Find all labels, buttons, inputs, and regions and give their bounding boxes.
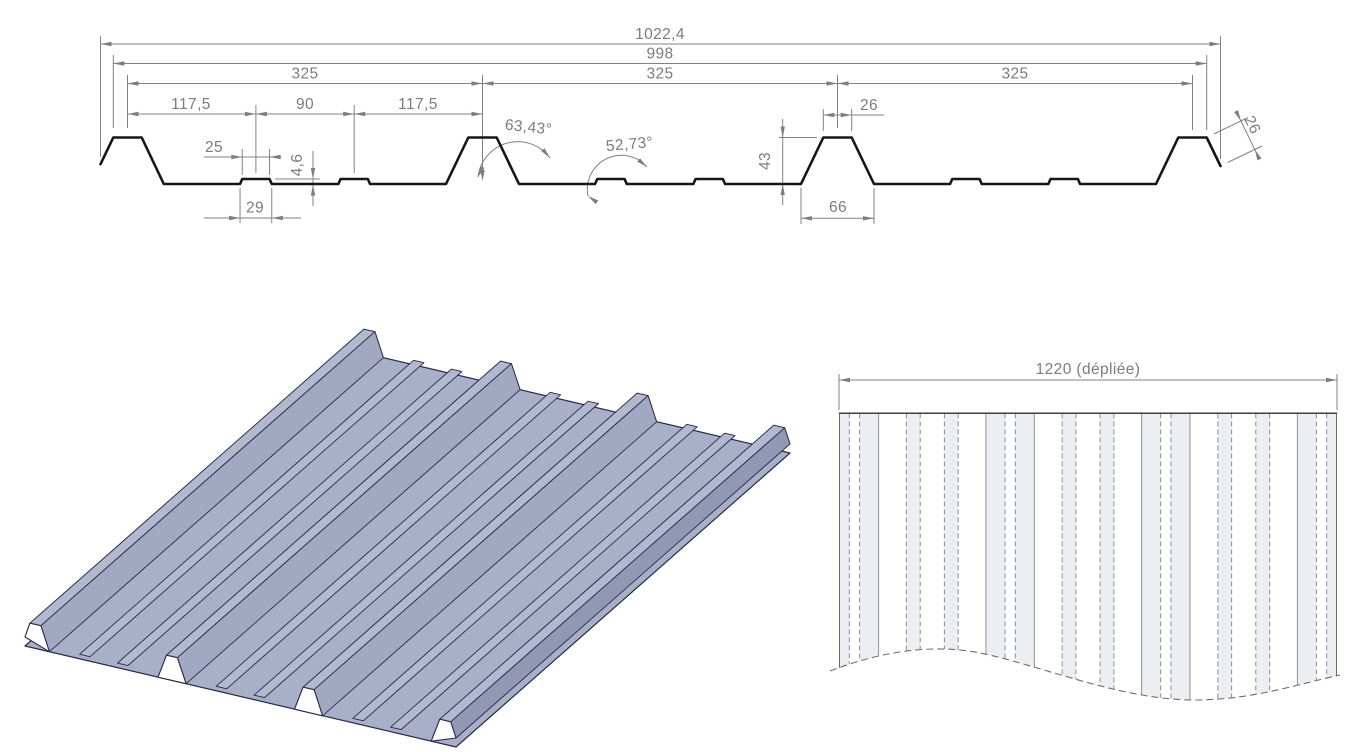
dim-developed-width: 1220 (dépliée) [1036, 361, 1141, 378]
dim-rib-top-width: 26 [860, 97, 878, 114]
dim-sub-2: 90 [296, 96, 314, 113]
dim-stiffener-top-width: 25 [205, 139, 223, 156]
dim-pitch-1: 325 [291, 66, 318, 83]
dim-pitch-2: 325 [646, 66, 673, 83]
dimension-texts: 1022,4 998 325 325 325 117,5 90 117,5 25… [171, 26, 1263, 378]
dim-stiffener-height: 4,6 [289, 154, 306, 177]
dim-sub-3: 117,5 [398, 96, 438, 113]
dim-overall-width: 1022,4 [635, 26, 685, 43]
dim-edge-cut-length: 26 [1240, 113, 1263, 137]
dim-sub-1: 117,5 [171, 96, 211, 113]
dim-rib-angle: 63,43° [504, 117, 553, 139]
iso-view-3d-sheet [24, 328, 791, 748]
flat-pattern-view [829, 374, 1341, 701]
dim-stiffener-base-width: 29 [246, 200, 264, 217]
dim-rib-height: 43 [757, 152, 774, 170]
profile-section-view [99, 36, 1263, 224]
dim-pitch-3: 325 [1001, 66, 1028, 83]
dim-stiffener-angle: 52,73° [605, 134, 654, 155]
dim-cover-width: 998 [646, 46, 673, 63]
dim-rib-base-width: 66 [829, 199, 847, 216]
